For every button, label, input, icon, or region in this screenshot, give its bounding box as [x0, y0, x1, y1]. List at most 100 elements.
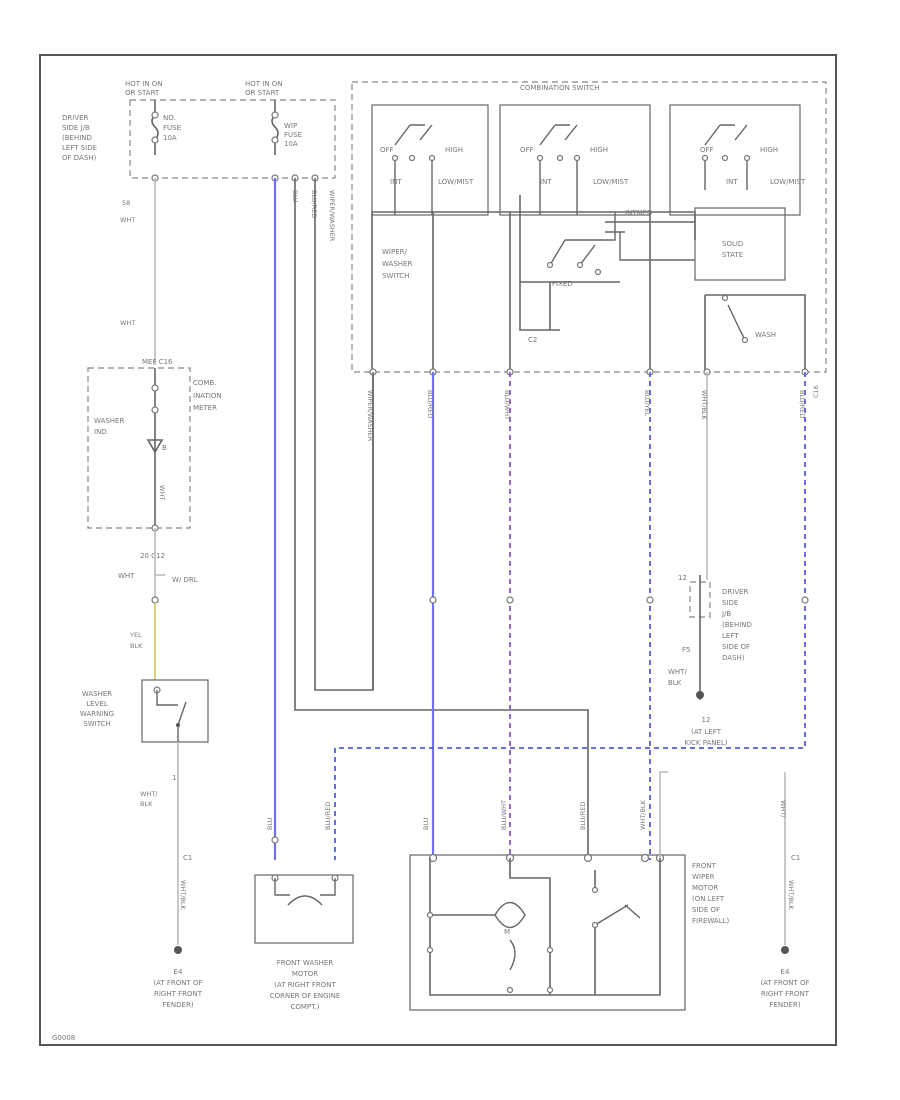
wire-wht-label-1: WHT [120, 216, 135, 224]
wash-label: WASH [755, 331, 776, 339]
hot-acc-label-2: OR START [125, 89, 160, 97]
fuse-left-node-2 [151, 136, 159, 144]
junction-2 [506, 596, 514, 604]
wire-blured-top-label: BLU/RED [310, 190, 318, 218]
c2-label: C2 [528, 336, 537, 344]
ground-jb-blk: BLK [668, 679, 682, 687]
switch-1-node-b [408, 154, 416, 162]
switch-2-node-c [573, 154, 581, 162]
ground-left-2: (AT FRONT OF [153, 979, 202, 987]
meter-node-2 [151, 406, 159, 414]
wash-switch-icon [727, 304, 746, 341]
ground-left-4: FENDER) [162, 1001, 193, 1009]
wiper-int-node-2 [426, 946, 434, 954]
fuse-right-node [271, 111, 279, 119]
switch-3-low: LOW/MIST [770, 178, 806, 186]
solid-state-label-1: SOLID [722, 240, 743, 248]
wiper-pin-3 [583, 853, 593, 863]
washer-motor-label-2: MOTOR [292, 970, 318, 978]
indicator-lamp-icon [146, 439, 164, 454]
washer-motor-box [254, 874, 354, 944]
wire-bottom-6-label: WHT/BLK [639, 799, 647, 830]
wiper-int-node-5 [591, 921, 599, 929]
intmed-node-1 [546, 261, 554, 269]
level-switch-label-3: WARNING [80, 710, 114, 718]
combination-switch: COMBINATION SWITCH OFF HIGH INT LOW/MIST… [351, 81, 827, 373]
connector-c12: 20 C12 [140, 552, 165, 560]
switch-1-node-a [391, 154, 399, 162]
intmed-node-3 [594, 268, 602, 276]
switch-1-box [371, 104, 489, 216]
motor-connector-upper [271, 836, 279, 844]
switch-2-high: HIGH [590, 146, 608, 154]
diagram-frame [39, 54, 837, 1046]
ground-left-1: E4 [174, 968, 183, 976]
wire-bluwht-top-label: WIPER/WASHER [328, 190, 336, 242]
c12-wire-label: WHT [118, 572, 135, 580]
jb-label-4: LEFT SIDE [62, 144, 97, 152]
solid-state-label-2: STATE [722, 251, 743, 259]
hot-acc-label-1: HOT IN ON [125, 80, 163, 88]
c12-node [151, 596, 159, 604]
ground-left-panel-icon [696, 691, 704, 699]
fixed-bus [520, 281, 620, 330]
fixed-label: FIXED [552, 280, 573, 288]
meter-label-1: COMB. [193, 379, 216, 387]
wiper-motor-m: M [504, 928, 510, 936]
switch-1-low: LOW/MIST [438, 178, 474, 186]
switch-1-node-c [428, 154, 436, 162]
ground-block: 12 DRIVER SIDE J/B (BEHIND LEFT SIDE OF … [668, 574, 752, 747]
ground-right-1: E4 [781, 968, 790, 976]
wire-blu-bottom-label: BLU [266, 817, 274, 830]
jb-label-3: (BEHIND [62, 134, 92, 142]
wiper-washer-label-2: WASHER [382, 260, 412, 268]
switch-1-high: HIGH [445, 146, 463, 154]
switch-3-off: OFF [700, 146, 714, 154]
wash-node-1 [721, 294, 729, 302]
fuse-right-icon [271, 100, 279, 155]
combination-switch-box [351, 81, 827, 373]
fuse-left-node [151, 111, 159, 119]
front-wiper-motor: M FRONT WIPER MOTOR (ON LEFT SIDE OF FIR… [409, 771, 730, 1011]
wiper-motor-armature-icon [494, 901, 641, 971]
wire-1-label: WIPER/WASHER [366, 390, 374, 442]
switch-3-node-a [701, 154, 709, 162]
c12-drl-label: W/ DRL [172, 576, 198, 584]
junction-4 [801, 596, 809, 604]
wire-3-label: BLU/WHT [503, 390, 511, 420]
fuse-left-label-2: FUSE [163, 124, 181, 132]
switch-1-off: OFF [380, 146, 394, 154]
fuse-right-label-3: 10A [284, 140, 298, 148]
wire-bottom-5-label: BLU/RED [579, 802, 587, 830]
wiper-motor-internal [429, 858, 661, 996]
switch-3-contacts-icon [704, 124, 748, 190]
switch-2-int: INT [540, 178, 552, 186]
ground-panel-2: (AT LEFT [691, 728, 722, 736]
fuse-left-icon [151, 100, 159, 155]
ground-block-6: SIDE OF [722, 643, 750, 651]
switch-3-node-c [743, 154, 751, 162]
wiper-washer-label-1: WIPER/ [382, 248, 407, 256]
ground-left-3: RIGHT FRONT [154, 990, 203, 998]
wire-blk-label: BLK [130, 642, 143, 650]
level-switch-label-4: SWITCH [83, 720, 110, 728]
switch-1-int: INT [390, 178, 402, 186]
power-source: HOT IN ON OR START HOT IN ON OR START DR… [62, 80, 336, 182]
wiper-int-node-6 [546, 986, 554, 994]
switch-2-low: LOW/MIST [593, 178, 629, 186]
switch-right-drop [509, 212, 651, 370]
ground-e4-left-icon [174, 946, 182, 954]
washer-motor-icon [274, 878, 336, 906]
fuse-right-label-1: WIP [284, 122, 297, 130]
wiper-motor-label-2: WIPER [692, 873, 715, 881]
ground-block-3: J/B [721, 610, 731, 618]
meter-pin-b: B [162, 444, 167, 452]
combination-switch-title: COMBINATION SWITCH [520, 84, 600, 92]
ground-right-2: (AT FRONT OF [760, 979, 809, 987]
wire-blu-wht-to-switch [314, 178, 374, 691]
fuse-output-wires: BLU BLU/RED WIPER/WASHER BLU [266, 178, 589, 860]
wire-wiper-ground [659, 771, 668, 858]
washer-ind-label-2: IND. [94, 428, 109, 436]
washer-level-switch-box [141, 679, 209, 743]
